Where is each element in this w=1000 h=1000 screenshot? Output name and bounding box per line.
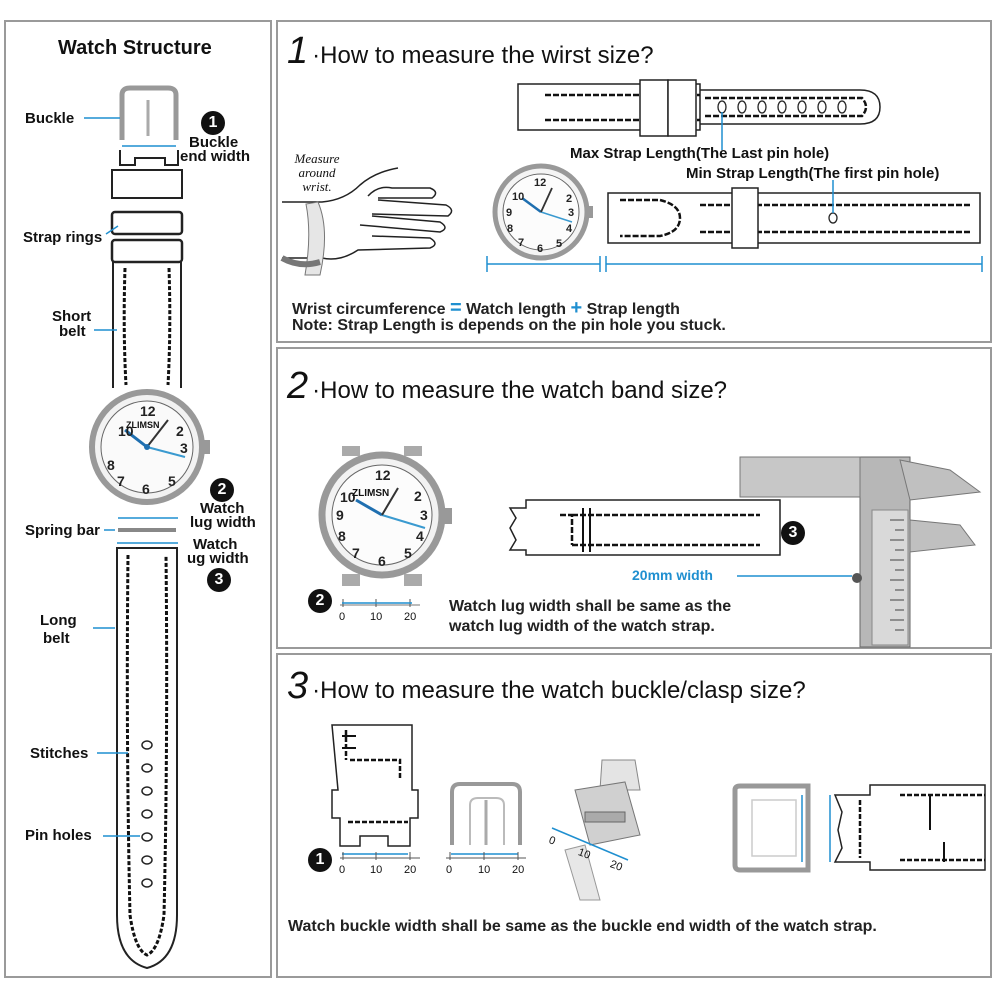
svg-text:12: 12 [375, 467, 391, 483]
svg-text:7: 7 [518, 237, 524, 249]
svg-text:10: 10 [512, 191, 524, 203]
ruler2-tick-10: 10 [478, 864, 491, 876]
measure-text-line-1: Measure [294, 151, 340, 166]
svg-text:12: 12 [140, 403, 156, 419]
ruler1-tick-0: 0 [339, 864, 346, 876]
section2-number: 2 [287, 365, 309, 407]
label-long-belt-2: belt [43, 630, 70, 647]
svg-text:8: 8 [338, 528, 346, 544]
svg-text:5: 5 [556, 238, 562, 250]
section-wrist-size [276, 20, 992, 343]
max-strap-length-label: Max Strap Length(The Last pin hole) [570, 145, 830, 162]
badge-1-left: 1 [201, 111, 225, 135]
label-watch-lug-width-a2: lug width [190, 514, 256, 531]
label-buckle: Buckle [25, 110, 75, 127]
svg-text:2: 2 [176, 423, 184, 439]
section3-number: 3 [287, 665, 309, 707]
label-watch-lug-width-b1: Watch [193, 536, 238, 553]
ruler-tick-20-section2: 20 [404, 611, 417, 623]
ruler2-tick-20: 20 [512, 864, 525, 876]
svg-text:4: 4 [416, 528, 424, 544]
section1-title: ·How to measure the wirst size? [312, 42, 654, 69]
zlimsn-logo-left: ZLIMSN [126, 420, 160, 430]
label-stitches: Stitches [30, 745, 89, 762]
svg-text:6: 6 [378, 553, 386, 569]
svg-text:3: 3 [568, 207, 574, 219]
section1-heading: 1·How to measure the wirst size? [287, 30, 654, 73]
badge-3-section2: 3 [781, 521, 805, 545]
measure-around-wrist-text: Measure around wrist. [290, 152, 344, 194]
lug-width-note-1: Watch lug width shall be same as the [449, 598, 732, 615]
label-watch-lug-width-b2: ug width [187, 550, 249, 567]
svg-text:4: 4 [566, 223, 573, 235]
badge-2-left: 2 [210, 478, 234, 502]
section3-title: ·How to measure the watch buckle/clasp s… [312, 677, 806, 704]
badge-3-left: 3 [207, 568, 231, 592]
label-buckle-end-width-1: Buckle [189, 134, 239, 151]
section1-number: 1 [287, 30, 309, 72]
svg-text:8: 8 [107, 457, 115, 473]
ruler-tick-10-section2: 10 [370, 611, 383, 623]
svg-text:3: 3 [180, 440, 188, 456]
svg-text:9: 9 [336, 507, 344, 523]
min-strap-length-label: Min Strap Length(The first pin hole) [686, 165, 940, 182]
watch-structure-title: Watch Structure [58, 37, 212, 59]
svg-text:2: 2 [414, 488, 422, 504]
section2-heading: 2·How to measure the watch band size? [287, 365, 727, 408]
badge-2-section2: 2 [308, 589, 332, 613]
svg-text:10: 10 [340, 489, 356, 505]
formula-wrist: Wrist circumference [292, 301, 446, 318]
measure-text-line-2: around [298, 165, 336, 180]
section2-title: ·How to measure the watch band size? [312, 377, 728, 404]
label-watch-lug-width-a1: Watch [200, 500, 245, 517]
label-pin-holes: Pin holes [25, 827, 92, 844]
width-20mm-label: 20mm width [632, 567, 713, 583]
badge-1-section3: 1 [308, 848, 332, 872]
svg-text:10: 10 [118, 423, 134, 439]
zlimsn-logo-section2: ZLIMSN [352, 488, 390, 499]
formula-equals: = [450, 297, 462, 319]
buckle-width-note: Watch buckle width shall be same as the … [288, 918, 877, 935]
svg-text:7: 7 [117, 473, 125, 489]
label-buckle-end-width-2: end width [180, 148, 250, 165]
ruler1-tick-20: 20 [404, 864, 417, 876]
svg-text:7: 7 [352, 545, 360, 561]
label-short-belt-2: belt [59, 323, 86, 340]
svg-text:5: 5 [404, 545, 412, 561]
svg-text:3: 3 [420, 507, 428, 523]
svg-text:6: 6 [537, 243, 543, 255]
ruler-tick-0-section2: 0 [339, 611, 346, 623]
svg-text:8: 8 [507, 223, 513, 235]
strap-length-note: Note: Strap Length is depends on the pin… [292, 317, 726, 334]
svg-text:12: 12 [534, 177, 546, 189]
wrist-formula: Wrist circumference = Watch length + Str… [292, 297, 680, 320]
svg-text:5: 5 [168, 473, 176, 489]
formula-plus: + [570, 297, 583, 319]
label-short-belt-1: Short [52, 308, 92, 325]
ruler2-tick-0: 0 [446, 864, 453, 876]
watch-strap-diagram: 12 23 5 6 7 8 10 [84, 85, 210, 970]
label-strap-rings: Strap rings [23, 229, 103, 246]
formula-watch: Watch length [466, 301, 566, 318]
lug-width-note-2: watch lug width of the watch strap. [449, 618, 715, 635]
svg-text:6: 6 [142, 481, 150, 497]
section3-heading: 3·How to measure the watch buckle/clasp … [287, 665, 806, 708]
ruler1-tick-10: 10 [370, 864, 383, 876]
label-long-belt-1: Long [40, 612, 77, 629]
label-spring-bar: Spring bar [25, 522, 101, 539]
measure-text-line-3: wrist. [302, 179, 332, 194]
svg-text:9: 9 [506, 207, 512, 219]
svg-text:2: 2 [566, 193, 572, 205]
formula-strap: Strap length [586, 301, 680, 318]
